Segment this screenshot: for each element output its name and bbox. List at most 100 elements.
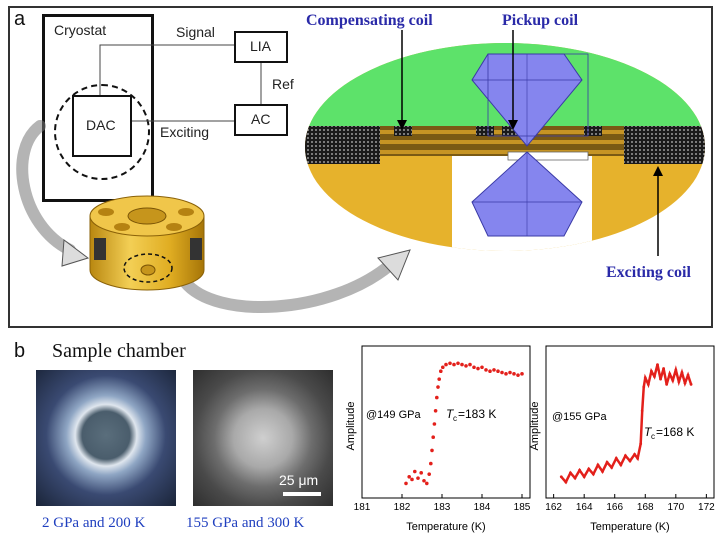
x-tick-label: 170 (667, 502, 684, 513)
data-point (640, 409, 644, 413)
chart1-annotation-tc-value: =183 K (458, 407, 496, 421)
chart2-annotation-tc-symbol: T (644, 425, 653, 439)
x-tick-label: 168 (637, 502, 654, 513)
data-point (496, 369, 500, 373)
x-tick-label: 172 (698, 502, 715, 513)
data-point (430, 448, 434, 453)
data-point (559, 475, 563, 479)
data-point (662, 367, 665, 370)
data-point (643, 376, 647, 380)
panel-a-letter: a (14, 8, 26, 30)
data-point (605, 460, 609, 464)
exciting-label: Exciting (160, 124, 210, 140)
data-point (671, 379, 675, 382)
data-point (601, 470, 604, 473)
data-point (413, 469, 417, 474)
data-point (436, 385, 440, 389)
data-point (649, 369, 653, 373)
data-point (564, 480, 568, 484)
data-point (425, 481, 429, 486)
data-point (665, 383, 669, 386)
data-point (642, 385, 646, 389)
x-tick-label: 166 (606, 502, 623, 513)
data-point (468, 362, 472, 367)
panel-b-letter: b (14, 340, 26, 362)
x-tick-label: 162 (545, 502, 562, 513)
data-point (480, 365, 484, 370)
data-point (407, 475, 411, 479)
dac-box (72, 95, 132, 157)
data-point (456, 361, 460, 366)
data-point (628, 459, 632, 463)
x-tick-label: 185 (514, 502, 531, 513)
ac-box (234, 104, 288, 136)
chart2-annotation-pressure: @155 GPa (552, 411, 607, 423)
data-point (619, 463, 623, 467)
chart1-annotation-pressure: @149 GPa (366, 409, 421, 421)
x-tick-label: 182 (394, 502, 411, 513)
chart-155gpa: Amplitude Temperature (K) 162 164 166 168 17… (530, 345, 715, 533)
data-point (624, 454, 627, 458)
data-point (596, 463, 600, 467)
cryostat-label: Cryostat (54, 22, 107, 38)
data-point (435, 395, 439, 400)
data-point (476, 366, 480, 371)
caption-left: 2 GPa and 200 K (42, 515, 146, 531)
scale-bar (283, 492, 321, 496)
data-point (444, 362, 448, 367)
chart2-xlabel: Temperature (K) (590, 521, 669, 533)
caption-right: 155 GPa and 300 K (186, 515, 305, 531)
data-point (582, 475, 586, 479)
data-point (419, 471, 423, 475)
chart1-annotation-tc-sub: c (453, 414, 457, 423)
lia-label: LIA (250, 38, 272, 54)
data-point (677, 380, 681, 384)
data-point (492, 368, 496, 372)
micrograph-2gpa (36, 370, 176, 506)
data-point (488, 369, 492, 373)
data-point (614, 456, 618, 460)
data-point (683, 381, 687, 385)
dac-dashed-circle (54, 84, 150, 180)
chart1-ylabel: Amplitude (346, 402, 357, 451)
data-point (410, 477, 414, 482)
data-point (460, 362, 464, 367)
chart1-plot-area (361, 345, 531, 499)
data-point (441, 365, 445, 370)
data-point (500, 370, 504, 375)
chart1-annotation-tc-symbol: T (446, 407, 455, 421)
signal-label: Signal (176, 24, 215, 40)
chart1-xlabel: Temperature (K) (406, 521, 485, 533)
dac-cell-drawing (89, 195, 205, 291)
data-point (432, 422, 437, 426)
data-point (656, 363, 659, 366)
ac-label: AC (251, 111, 271, 127)
x-tick-label: 181 (354, 502, 371, 513)
x-tick-label: 164 (576, 502, 593, 513)
data-point (437, 377, 441, 381)
chart2-plot-area (545, 345, 715, 499)
data-point (636, 456, 640, 460)
ref-label: Ref (272, 76, 294, 92)
data-point (512, 372, 516, 376)
data-point (573, 476, 577, 480)
schematic-wires (16, 44, 411, 314)
dac-label: DAC (86, 117, 116, 133)
chart2-annotation-tc-sub: c (651, 432, 655, 441)
chart2-annotation-tc-value: =168 K (656, 425, 694, 439)
coil-cross-section (305, 43, 705, 251)
data-point (686, 373, 690, 377)
data-point (433, 409, 438, 413)
micrograph-155gpa: 25 μm (193, 370, 333, 506)
data-point (439, 369, 443, 373)
exciting-coil-label: Exciting coil (606, 264, 691, 281)
data-point (587, 467, 591, 471)
data-point (569, 471, 572, 475)
sample-chamber-title: Sample chamber (52, 340, 186, 362)
data-point (520, 372, 524, 376)
chart2-ylabel: Amplitude (530, 402, 541, 451)
compensating-coil-label: Compensating coil (306, 12, 433, 29)
data-point (680, 371, 684, 374)
data-point (484, 368, 488, 372)
